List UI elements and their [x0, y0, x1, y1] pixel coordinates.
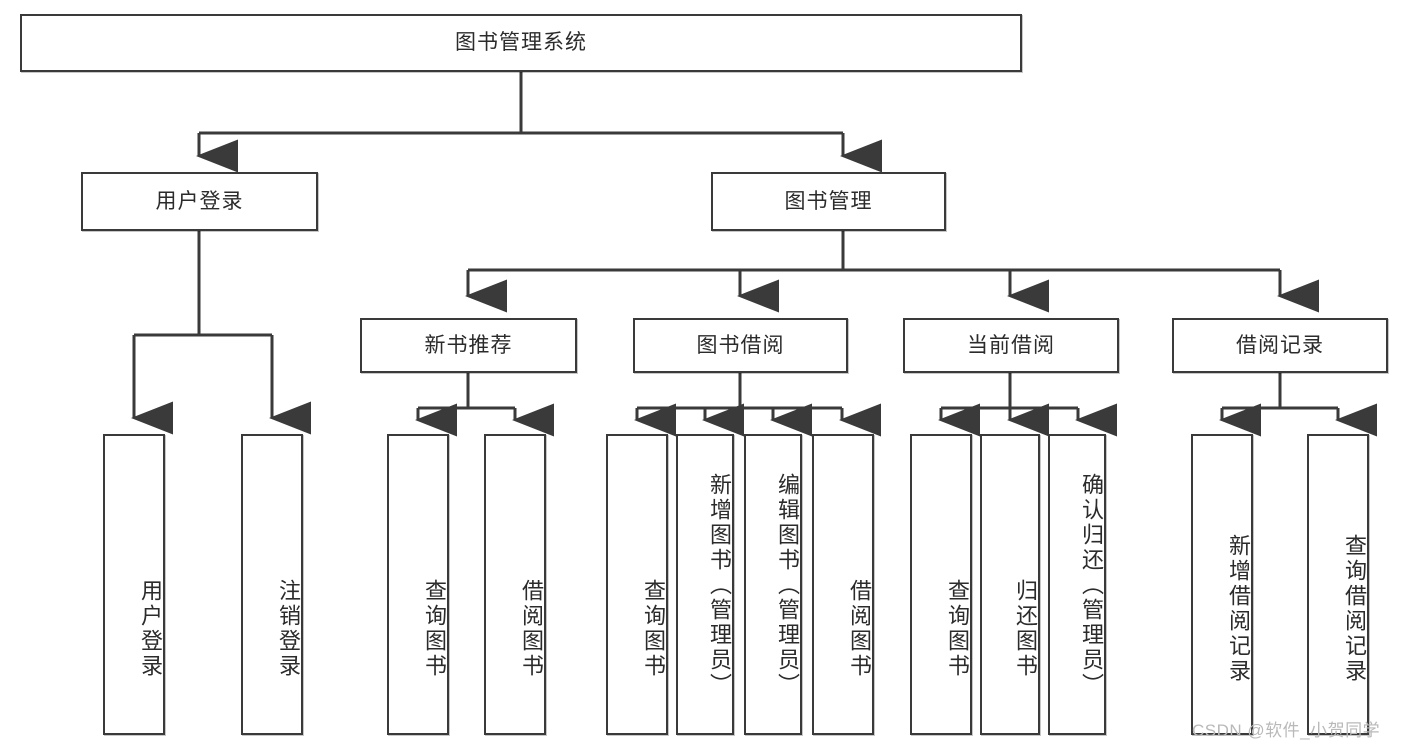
- node-label: 用户登录: [138, 578, 163, 679]
- leaf-current-borrow-confirm-return-admin[interactable]: 确认归还（管理员）: [1048, 434, 1106, 735]
- node-label: 新书推荐: [424, 333, 513, 357]
- leaf-new-book-borrow-book[interactable]: 借阅图书: [484, 434, 546, 735]
- leaf-book-borrow-edit-book-admin[interactable]: 编辑图书（管理员）: [744, 434, 802, 735]
- node-current-borrow[interactable]: 当前借阅: [903, 318, 1119, 373]
- node-label: 查询图书: [422, 578, 447, 679]
- node-label: 编辑图书（管理员）: [775, 473, 800, 698]
- node-borrow-record[interactable]: 借阅记录: [1172, 318, 1388, 373]
- node-book-management[interactable]: 图书管理: [711, 172, 946, 231]
- node-label: 借阅记录: [1236, 333, 1324, 357]
- leaf-new-book-query-book[interactable]: 查询图书: [387, 434, 449, 735]
- node-label: 查询图书: [641, 578, 666, 679]
- node-label: 新增图书（管理员）: [707, 473, 732, 698]
- node-user-login[interactable]: 用户登录: [81, 172, 318, 231]
- node-label: 查询借阅记录: [1342, 533, 1367, 684]
- leaf-borrow-record-add-record[interactable]: 新增借阅记录: [1191, 434, 1253, 735]
- leaf-user-login-login[interactable]: 用户登录: [103, 434, 165, 735]
- leaf-current-borrow-query-book[interactable]: 查询图书: [910, 434, 972, 735]
- leaf-book-borrow-borrow-book[interactable]: 借阅图书: [812, 434, 874, 735]
- node-label: 归还图书: [1013, 578, 1038, 679]
- csdn-watermark: CSDN @软件_小贺同学: [1192, 721, 1381, 740]
- leaf-current-borrow-return-book[interactable]: 归还图书: [980, 434, 1040, 735]
- node-label: 新增借阅记录: [1226, 533, 1251, 684]
- leaf-book-borrow-query-book[interactable]: 查询图书: [606, 434, 668, 735]
- node-book-management-system[interactable]: 图书管理系统: [20, 14, 1022, 72]
- node-label: 图书管理系统: [455, 31, 587, 55]
- node-label: 查询图书: [945, 578, 970, 679]
- node-label: 确认归还（管理员）: [1079, 473, 1104, 698]
- leaf-borrow-record-query-record[interactable]: 查询借阅记录: [1307, 434, 1369, 735]
- node-label: 当前借阅: [967, 333, 1055, 357]
- node-label: 注销登录: [276, 578, 301, 679]
- leaf-user-login-logout[interactable]: 注销登录: [241, 434, 303, 735]
- node-label: 借阅图书: [519, 578, 544, 679]
- node-label: 图书借阅: [696, 333, 785, 357]
- node-label: 用户登录: [155, 189, 244, 213]
- node-book-borrow[interactable]: 图书借阅: [633, 318, 848, 373]
- node-label: 借阅图书: [847, 578, 872, 679]
- node-label: 图书管理: [784, 189, 873, 213]
- node-new-book-recommend[interactable]: 新书推荐: [360, 318, 577, 373]
- leaf-book-borrow-add-book-admin[interactable]: 新增图书（管理员）: [676, 434, 734, 735]
